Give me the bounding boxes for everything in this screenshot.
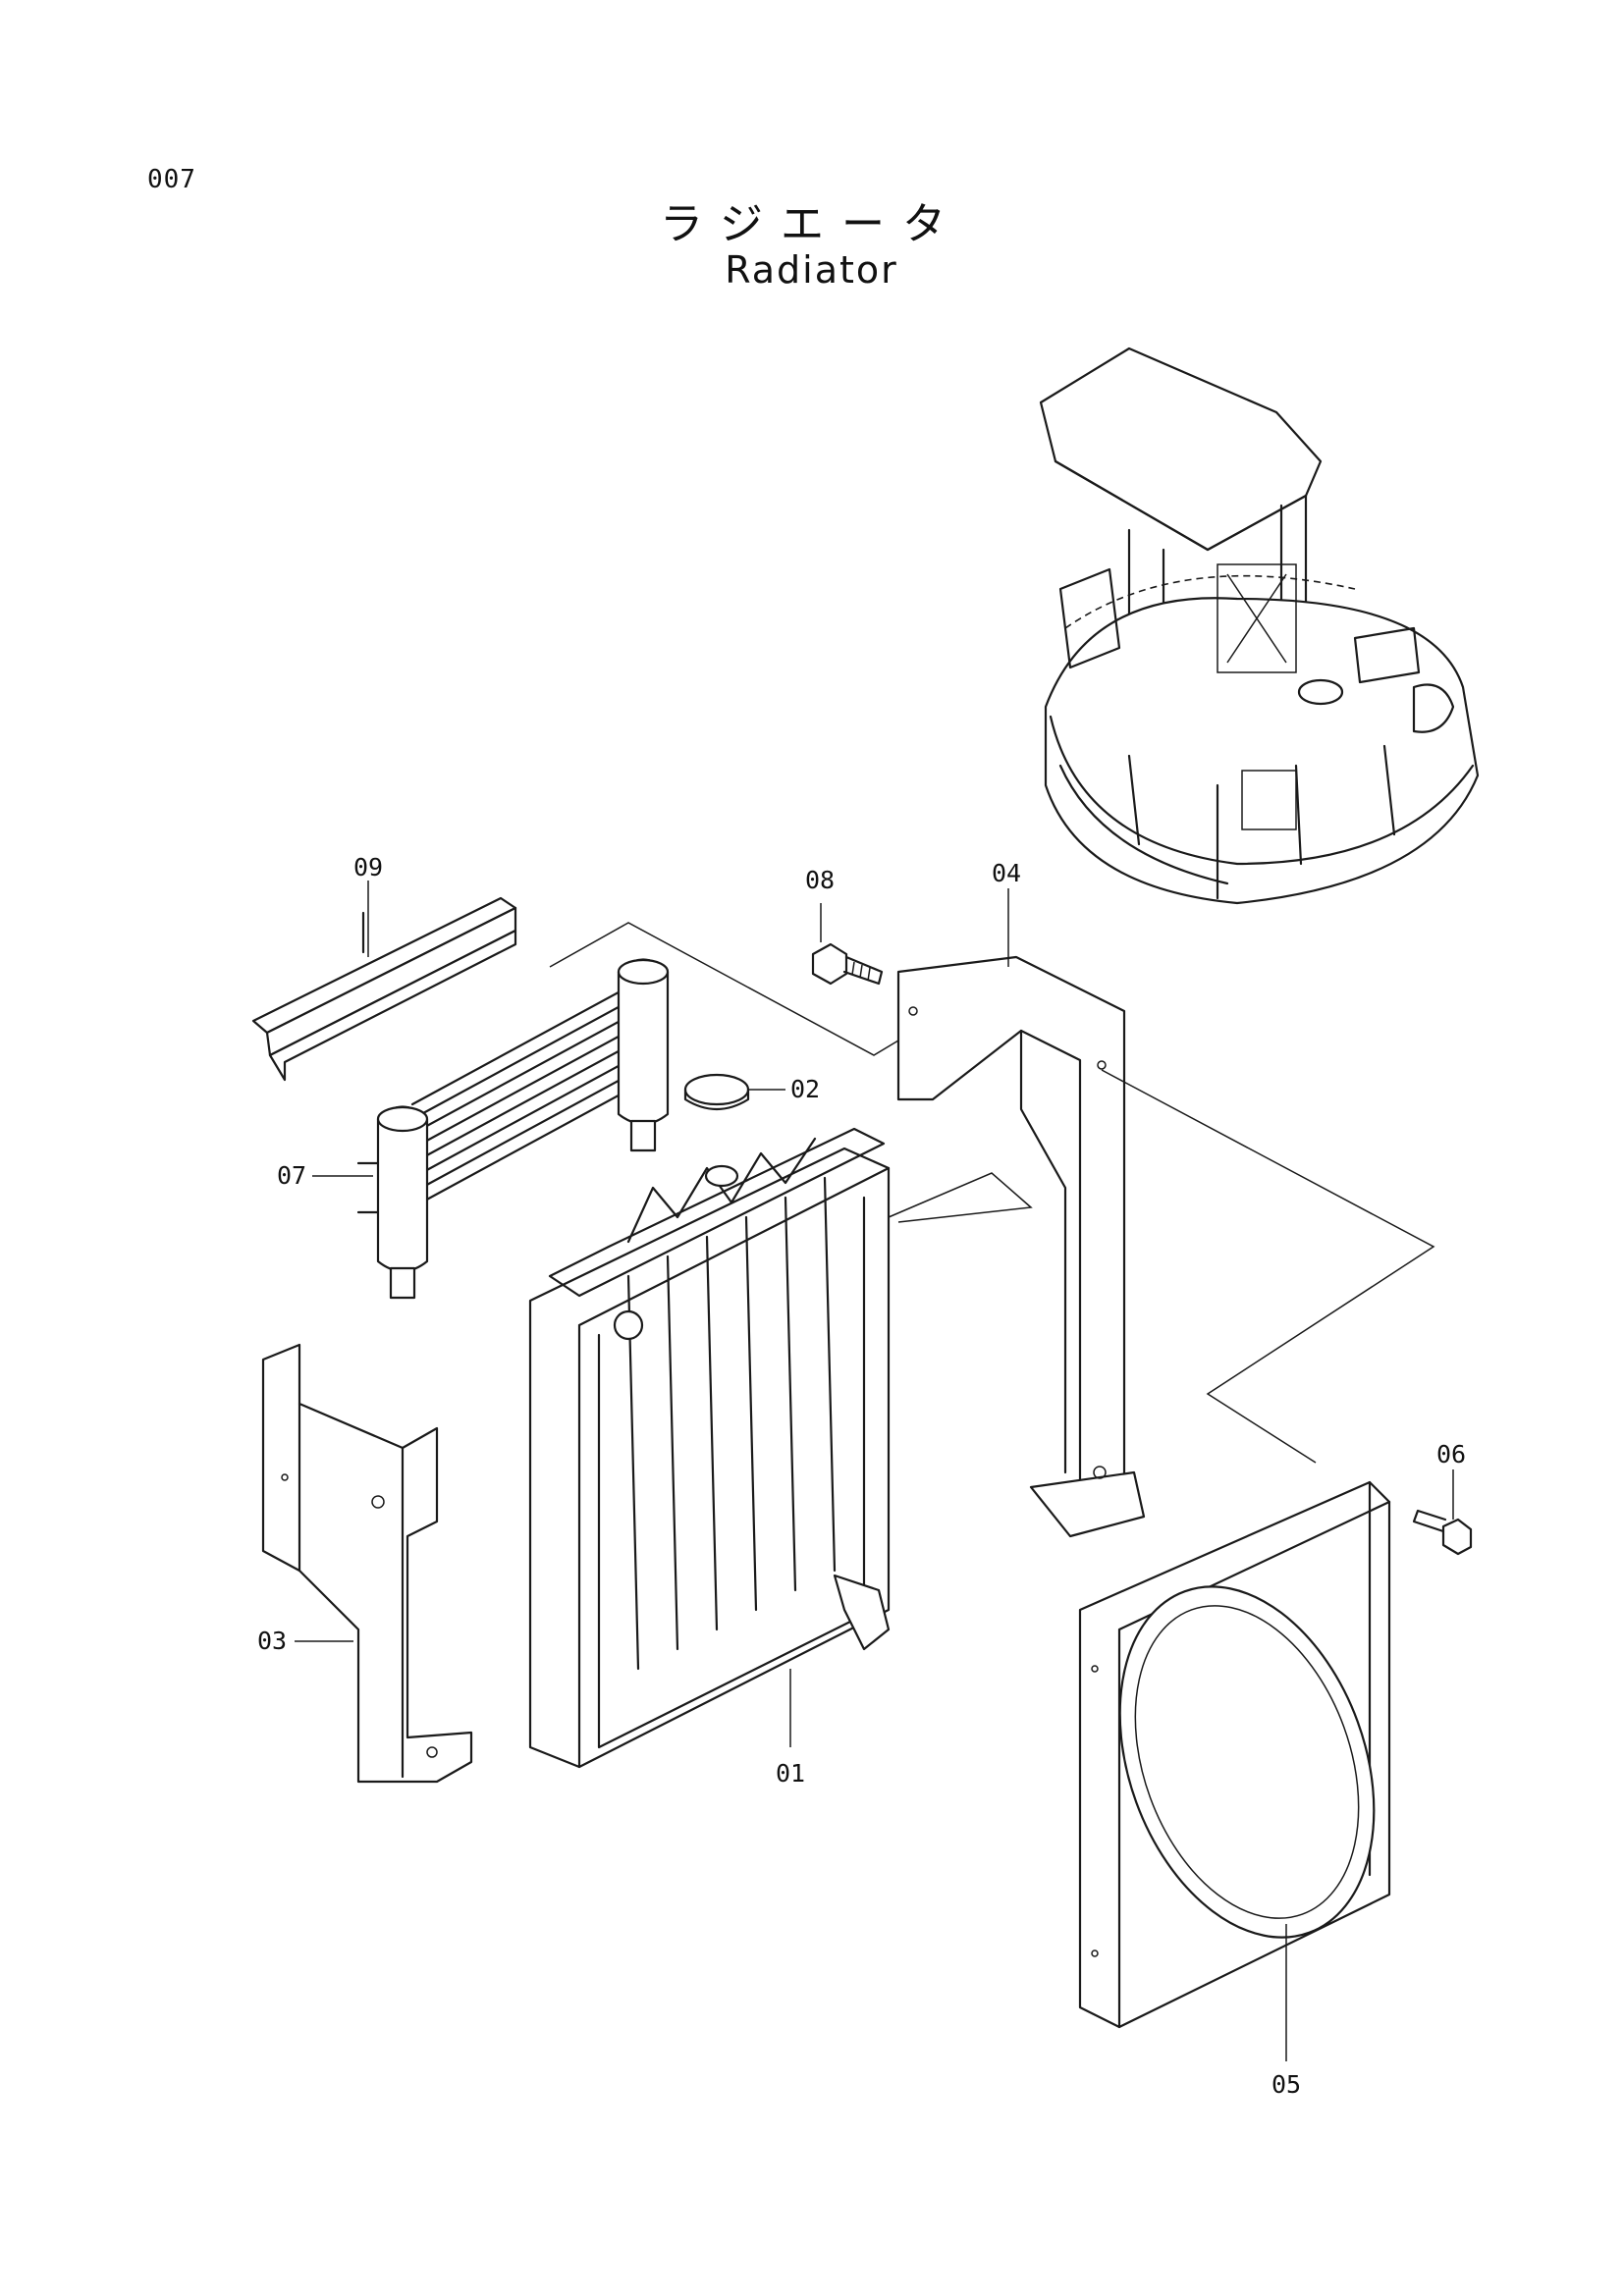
- callout-02: 02: [790, 1075, 820, 1103]
- callout-07: 07: [277, 1161, 306, 1190]
- callout-01: 01: [776, 1759, 805, 1788]
- part-04-right-bracket: [896, 955, 1146, 1538]
- callout-leaders: [295, 881, 1454, 2061]
- title-japanese: ラジエータ: [659, 199, 964, 249]
- callout-06: 06: [1436, 1440, 1466, 1468]
- part-01-radiator-core: [528, 1127, 891, 1769]
- part-02-radiator-cap: [683, 1073, 750, 1110]
- part-06-bolt: [1412, 1509, 1473, 1556]
- callout-08: 08: [805, 866, 835, 894]
- part-09-seal-strip: [251, 896, 517, 1082]
- part-08-bolt: [811, 942, 884, 986]
- part-07-oil-cooler: [356, 958, 670, 1300]
- part-03-left-bracket: [261, 1343, 473, 1784]
- title-english: Radiator: [725, 248, 898, 292]
- callout-05: 05: [1271, 2070, 1301, 2099]
- callout-03: 03: [257, 1627, 287, 1655]
- callout-04: 04: [992, 859, 1021, 887]
- callout-09: 09: [353, 853, 383, 881]
- page-number: 007: [147, 165, 196, 194]
- machine-overview-illustration: [1039, 347, 1480, 905]
- part-05-fan-shroud: [1078, 1480, 1391, 2029]
- assembly-lines: [549, 922, 1435, 1464]
